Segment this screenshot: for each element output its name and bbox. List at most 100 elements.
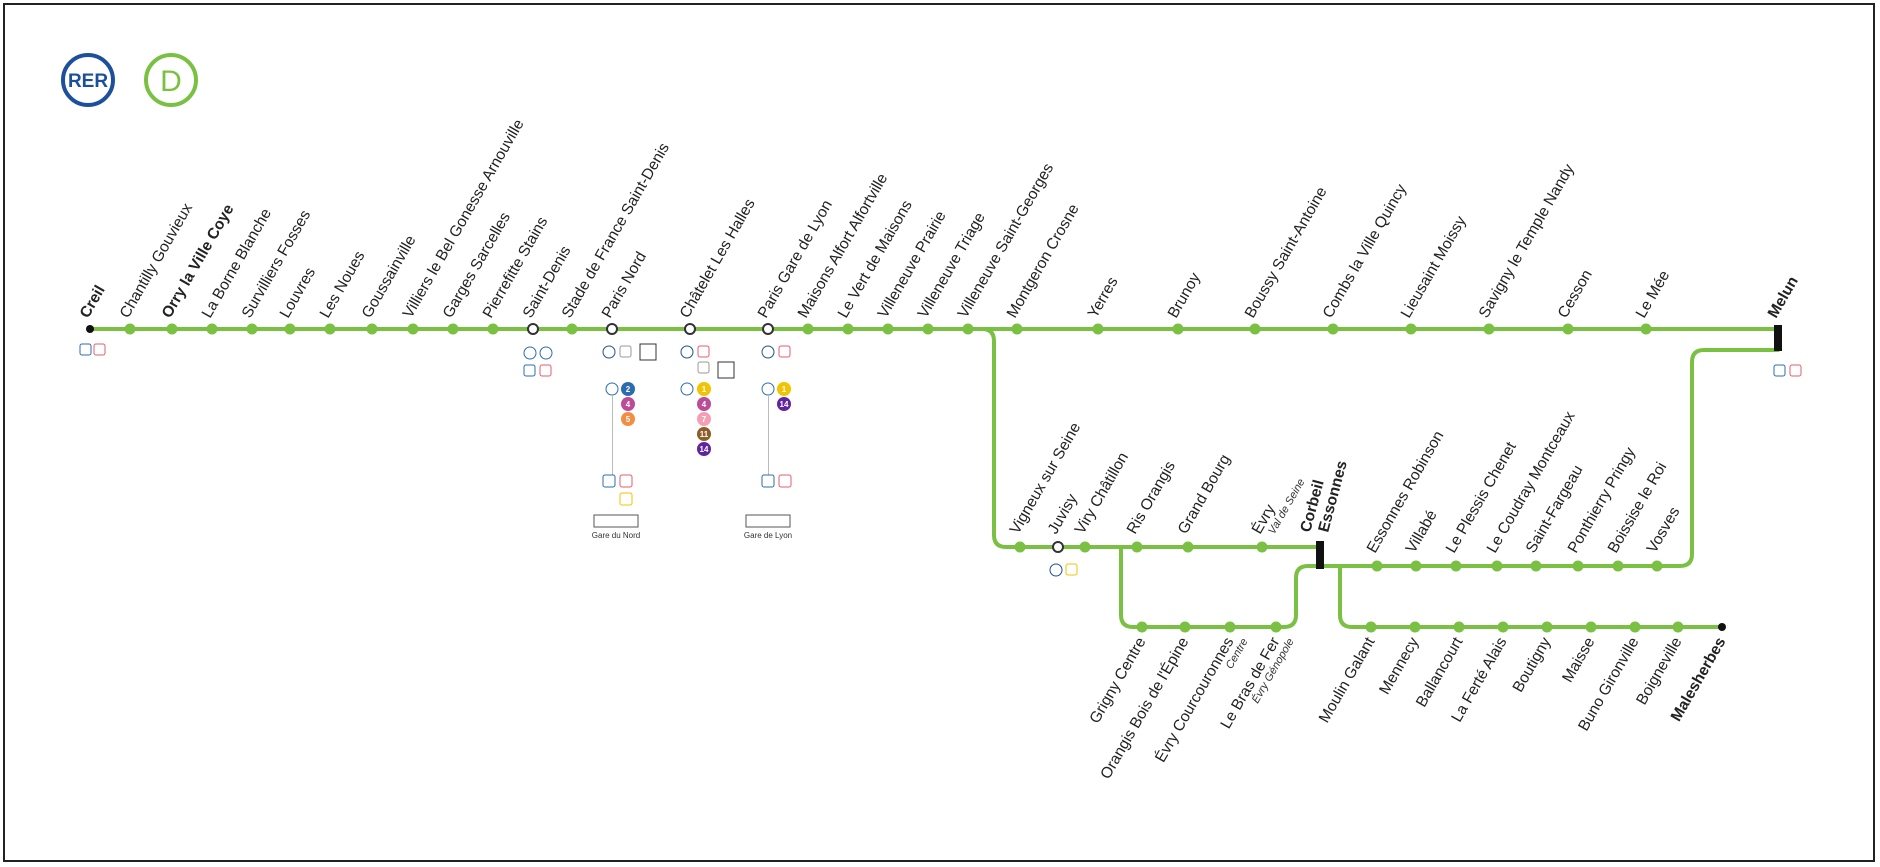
station-label-brunoy: Brunoy	[1165, 270, 1204, 321]
train-icon	[778, 474, 792, 488]
station-stop	[1182, 541, 1194, 553]
train-icon	[1789, 364, 1802, 377]
metro-line-1-icon	[777, 382, 791, 396]
rer-c-icon	[1049, 563, 1063, 577]
train-icon	[79, 343, 92, 356]
station-label-viry-chatillon: Viry Châtillon	[1072, 450, 1132, 537]
metro-line-14-icon	[777, 397, 791, 411]
metro-line-14-icon	[697, 442, 711, 456]
airport-icon	[639, 343, 657, 361]
station-stop	[1131, 541, 1143, 553]
station-stop	[1651, 560, 1663, 572]
station-label-le-mee: Le Mée	[1633, 268, 1674, 321]
station-stop	[566, 323, 578, 335]
train-icon	[93, 343, 106, 356]
rer-b-icon	[619, 345, 632, 358]
rer-b-icon	[602, 345, 616, 359]
station-stop	[1249, 323, 1261, 335]
tgv-icon	[619, 492, 633, 506]
station-stop	[1179, 621, 1191, 633]
metro-line-4-icon	[621, 397, 635, 411]
train-icon	[539, 364, 552, 377]
tram-icon	[523, 346, 537, 360]
station-label-maisse: Maisse	[1559, 635, 1598, 686]
station-stop	[166, 323, 178, 335]
juvisy-branch-path	[980, 327, 1319, 549]
station-label-melun: Melun	[1765, 274, 1802, 321]
station-label-ris-orangis: Ris Orangis	[1124, 458, 1179, 537]
paris-nord-connections: 245 Gare du Nord	[592, 343, 657, 540]
station-stop	[1327, 323, 1339, 335]
station-label-creil: Creil	[77, 283, 109, 321]
gare-de-lyon-metro-lines: 114	[777, 382, 791, 411]
station-label-mennecy: Mennecy	[1376, 634, 1422, 697]
station-stop	[124, 323, 136, 335]
train-station-icon	[745, 514, 791, 528]
metro-line-number: 2	[626, 385, 631, 394]
train-station-icon	[593, 514, 639, 528]
station-stop-interchange	[606, 323, 618, 335]
metro-line-11-icon	[697, 427, 711, 441]
station-stop-terminus	[1718, 623, 1726, 631]
station-stop	[1530, 560, 1542, 572]
station-label-moulin-galant: Moulin Galant	[1316, 634, 1379, 726]
station-stop	[1585, 621, 1597, 633]
station-stop	[1079, 541, 1091, 553]
gare-du-nord-label: Gare du Nord	[592, 531, 640, 540]
station-label-vigneux-sur-seine: Vigneux sur Seine	[1007, 420, 1084, 537]
evry-loop-path	[1119, 545, 1319, 629]
station-stop	[487, 323, 499, 335]
station-stop-interchange	[762, 323, 774, 335]
station-label-boussy-saint-antoine: Boussy Saint-Antoine	[1242, 184, 1331, 321]
metro-line-number: 11	[700, 430, 709, 439]
gare-de-lyon-label: Gare de Lyon	[744, 531, 792, 540]
station-stop	[1629, 621, 1641, 633]
station-stop	[1409, 621, 1421, 633]
station-stop	[206, 323, 218, 335]
station-stop-interchange	[1052, 541, 1064, 553]
rer-a-icon	[778, 345, 791, 358]
station-stop	[366, 323, 378, 335]
station-label-louvres: Louvres	[277, 265, 319, 321]
station-label-yerres: Yerres	[1085, 274, 1122, 321]
rer-a-icon	[680, 345, 694, 359]
station-stop	[1483, 323, 1495, 335]
station-stop	[1011, 323, 1023, 335]
line-d-logo-text: D	[160, 65, 182, 98]
station-stop	[1572, 560, 1584, 572]
station-stop	[86, 325, 94, 333]
melun-branch-path	[1321, 348, 1780, 568]
station-stops	[86, 323, 1726, 633]
station-stop	[1256, 541, 1268, 553]
station-stop	[1541, 621, 1553, 633]
station-stop	[922, 323, 934, 335]
station-label-grand-bourg: Grand Bourg	[1175, 452, 1234, 537]
station-stop	[1562, 323, 1574, 335]
station-stop	[1453, 621, 1465, 633]
train-icon	[602, 474, 616, 488]
rer-b-icon	[697, 361, 710, 374]
station-stop	[1405, 323, 1417, 335]
station-label-combs-la-ville-quincy: Combs la Ville Quincy	[1320, 181, 1411, 321]
station-label-boutigny: Boutigny	[1510, 634, 1555, 695]
station-stop	[1640, 323, 1652, 335]
metro-line-5-icon	[621, 412, 635, 426]
station-stop	[962, 323, 974, 335]
station-stop	[1672, 621, 1684, 633]
rer-logo-text: RER	[68, 71, 108, 92]
rer-a-icon	[697, 345, 710, 358]
rer-logo-icon: RER	[61, 53, 115, 107]
station-stop-interchange	[527, 323, 539, 335]
station-stop	[1014, 541, 1026, 553]
station-label-paris-gare-de-lyon: Paris Gare de Lyon	[755, 197, 836, 321]
metro-line-4-icon	[697, 397, 711, 411]
station-stop	[802, 323, 814, 335]
metro-line-number: 7	[702, 415, 707, 424]
metro-line-number: 4	[702, 400, 707, 409]
station-stop	[842, 323, 854, 335]
train-icon	[761, 474, 775, 488]
station-stop	[1491, 560, 1503, 572]
station-stop	[324, 323, 336, 335]
